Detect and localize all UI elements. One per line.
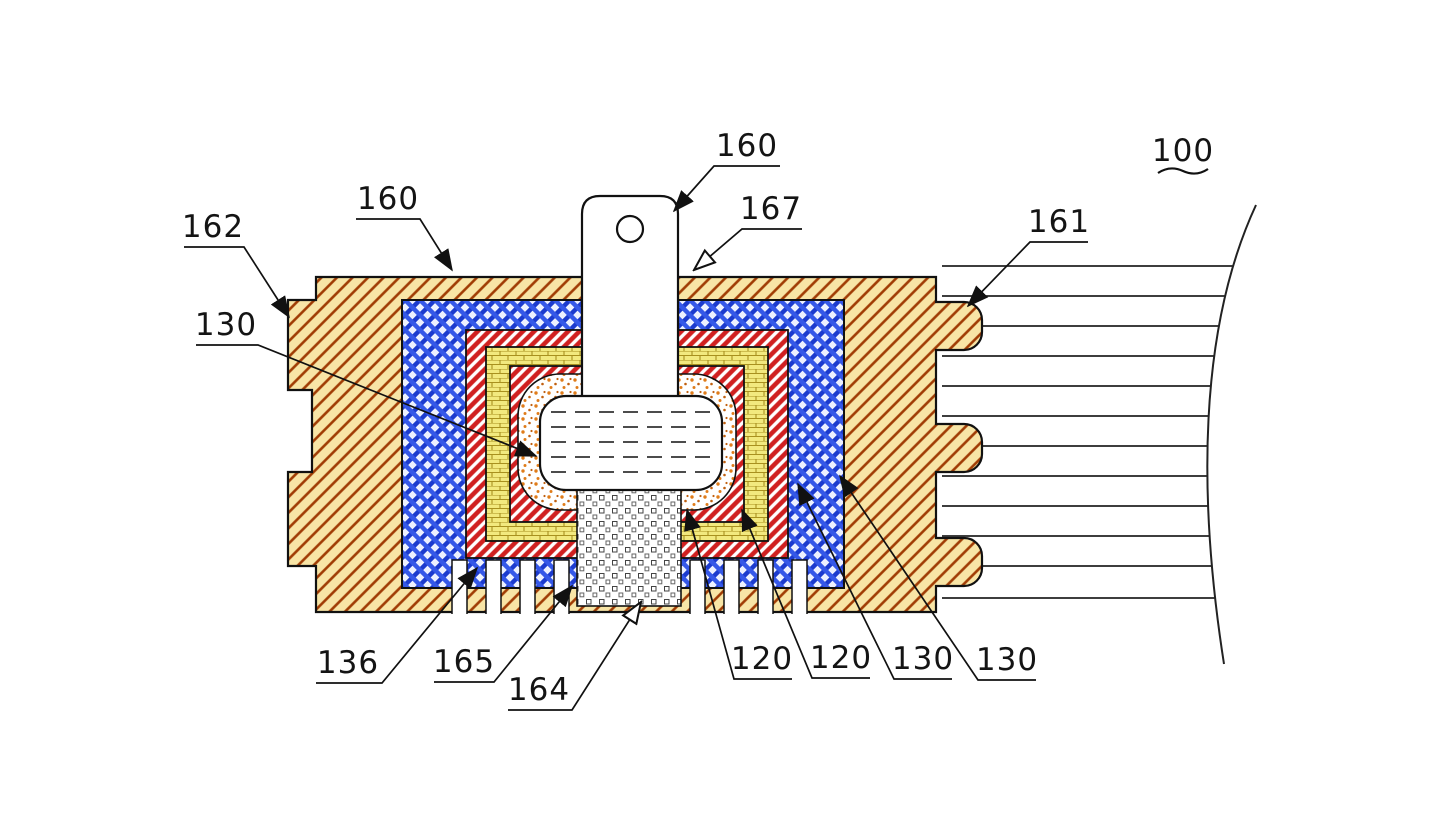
electrode-core bbox=[538, 394, 724, 492]
leader-160-case bbox=[356, 218, 453, 272]
terminal-hole bbox=[615, 214, 645, 244]
leader-130-a bbox=[797, 482, 952, 680]
leader-162 bbox=[184, 246, 290, 319]
leader-130-b bbox=[839, 474, 1036, 681]
filler-column bbox=[576, 488, 682, 607]
leader-136 bbox=[316, 566, 479, 684]
leader-lines bbox=[184, 165, 1209, 711]
underline-100 bbox=[1157, 167, 1209, 175]
leader-167 bbox=[694, 228, 802, 270]
label-161-stack: 161 bbox=[1027, 204, 1091, 240]
leader-120-b bbox=[741, 508, 870, 679]
label-164: 164 bbox=[507, 672, 571, 708]
label-160-case: 160 bbox=[356, 181, 420, 217]
label-165: 165 bbox=[432, 644, 496, 680]
label-167-gasket: 167 bbox=[739, 191, 803, 227]
label-130-b: 130 bbox=[975, 642, 1039, 678]
label-136: 136 bbox=[316, 645, 380, 681]
leader-161 bbox=[966, 241, 1088, 308]
label-162-case: 162 bbox=[181, 209, 245, 245]
stack-break-line bbox=[1206, 204, 1257, 665]
label-100-assembly: 100 bbox=[1151, 133, 1215, 169]
label-130-core: 130 bbox=[194, 307, 258, 343]
label-120-b: 120 bbox=[809, 640, 873, 676]
leader-164 bbox=[508, 602, 641, 711]
core-dashed-lines bbox=[551, 411, 711, 473]
label-130-a: 130 bbox=[891, 641, 955, 677]
leader-160-terminal bbox=[672, 165, 780, 213]
leader-130-left bbox=[196, 344, 538, 457]
leader-165 bbox=[434, 584, 574, 683]
label-160-terminal: 160 bbox=[715, 128, 779, 164]
leader-120-a bbox=[684, 508, 792, 680]
electrode-stack-lines bbox=[942, 265, 1256, 599]
label-120-a: 120 bbox=[730, 641, 794, 677]
